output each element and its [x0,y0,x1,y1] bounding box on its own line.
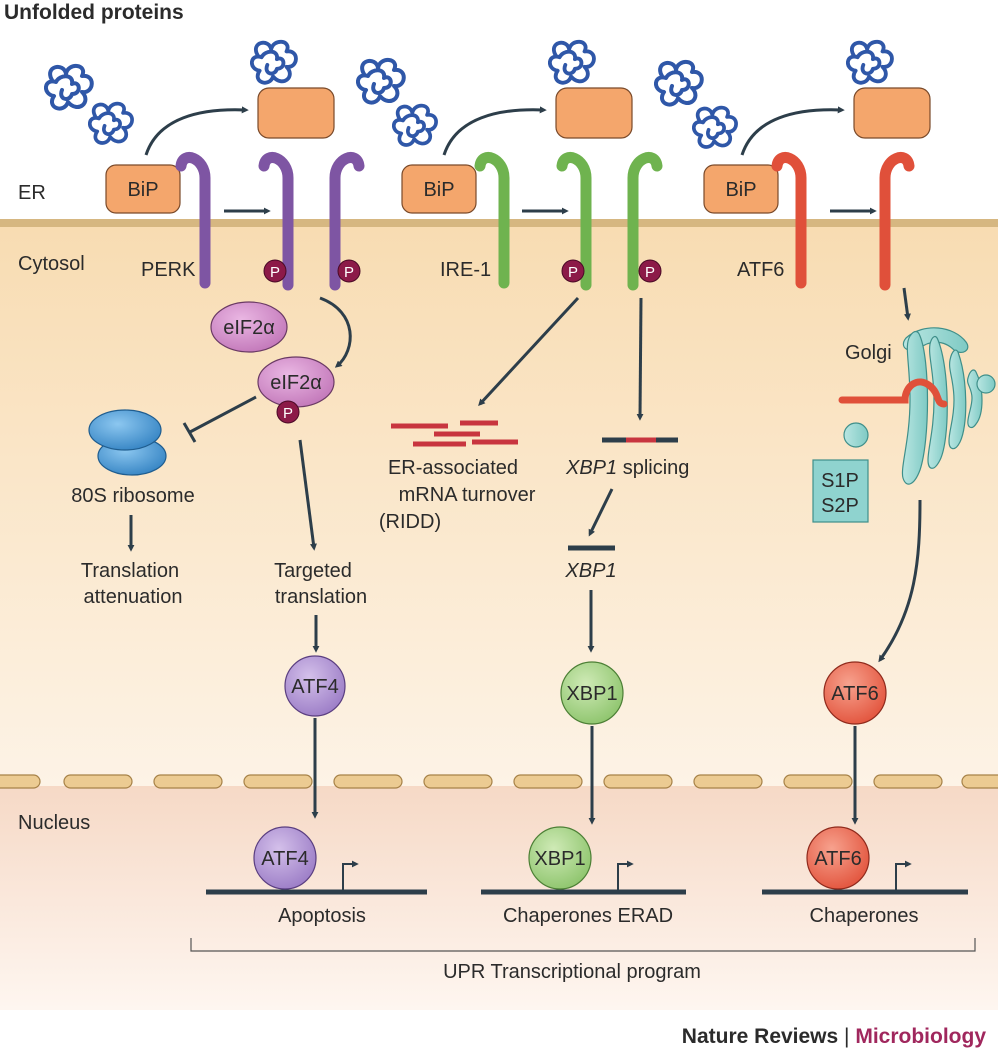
xbp1-gene-label: XBP1 [564,560,616,582]
xbp1-splicing-arrow [636,297,644,421]
svg-text:eIF2α: eIF2α [223,317,275,339]
credit-separator: | [838,1025,855,1048]
bip-label-ire1: BiP [423,179,454,201]
program-bracket [190,938,976,952]
cytosol-label: Cytosol [18,253,85,275]
atf4-nucleus [253,826,317,890]
atf6-nucleus [806,826,870,890]
svg-text:ATF6: ATF6 [814,848,861,870]
phospho-perk-right [337,259,361,283]
perk-inactive [175,152,211,289]
perk-active-right [329,152,365,291]
xbp1-nucleus [528,826,592,890]
output-chaperones: Chaperones [810,905,919,927]
bip-release-arrow-ire1 [442,106,547,156]
atf6-release-arrow [878,499,922,663]
translation-inhibition [189,395,257,434]
svg-text:P: P [270,264,280,281]
bip-label-perk: BiP [127,179,158,201]
svg-text:P: P [645,264,655,281]
ribosome-large-subunit [88,409,162,451]
s2p-label: S2P [821,495,859,517]
phospho-perk-left [263,259,287,283]
perk-active-left [258,152,294,291]
xbp1-cytosol [560,661,624,725]
bip-release-arrow-atf6 [740,106,845,156]
xbp1-splicing-label: XBP1 splicing [565,457,689,479]
golgi-label: Golgi [845,342,892,364]
er-label: ER [18,182,46,204]
output-chaperones-erad: Chaperones ERAD [503,905,673,927]
ridd-line3: (RIDD) [379,511,441,533]
bip-box-perk [105,164,181,214]
atf6-sensor-label: ATF6 [737,259,784,281]
ire1-active-right [627,152,663,291]
svg-text:ATF4: ATF4 [291,676,338,698]
credit-journal: Nature Reviews [682,1025,838,1048]
mrna-fragments [391,420,518,447]
phospho-ire1-left [561,259,585,283]
svg-text:eIF2α: eIF2α [270,372,322,394]
svg-text:ATF6: ATF6 [831,683,878,705]
ire1-label: IRE-1 [440,259,491,281]
bip-unfolded-complex-atf6 [853,87,931,139]
bip-label-atf6: BiP [725,179,756,201]
svg-text:P: P [344,264,354,281]
tss-arrow-atf6 [895,860,912,890]
ire1-active-left [556,152,592,291]
bip-box-atf6 [703,164,779,214]
atf4-cytosol [284,655,346,717]
translation-attenuation-line2: attenuation [84,586,183,608]
atf6-released [879,152,915,291]
svg-text:P: P [283,405,293,422]
ire1-inactive [474,152,510,289]
nuclear-envelope [0,774,998,789]
bip-release-arrow-perk [144,106,249,156]
tss-arrow-xbp1 [617,860,634,890]
svg-text:ATF4: ATF4 [261,848,308,870]
ridd-line2: mRNA turnover [399,484,536,506]
s1p-s2p-box [812,459,869,523]
nucleus-region [0,786,998,1010]
perk-phosphorylates-arrow [319,296,352,368]
svg-text:XBP1: XBP1 [534,848,585,870]
output-apoptosis: Apoptosis [278,905,366,927]
atf6-inactive [771,152,807,289]
credit-line: Nature Reviews | Microbiology [682,1025,987,1048]
phospho-ire1-right [638,259,662,283]
targeted-translation-line2: translation [275,586,367,608]
perk-label: PERK [141,259,196,281]
svg-text:XBP1: XBP1 [566,683,617,705]
bip-unfolded-complex-ire1 [555,87,633,139]
ridd-arrow [478,296,580,407]
unfolded-protein-icons [44,39,894,149]
ribosome-label: 80S ribosome [71,485,194,507]
svg-text:P: P [568,264,578,281]
credit-section: Microbiology [855,1025,986,1048]
atf6-cytosol [823,661,887,725]
bip-box-ire1 [401,164,477,214]
ridd-line1: ER-associated [388,457,518,479]
tss-arrow-atf4 [342,860,359,890]
eif2a-node [210,301,288,353]
program-label: UPR Transcriptional program [443,961,701,983]
figure-title: Unfolded proteins [4,1,184,24]
s1p-label: S1P [821,470,859,492]
nucleus-label: Nucleus [18,812,90,834]
targeted-translation-line1: Targeted [274,560,352,582]
atf6-in-golgi [838,378,948,408]
bip-unfolded-complex-perk [257,87,335,139]
phospho-eif2a [276,400,300,424]
translation-attenuation-line1: Translation [81,560,179,582]
